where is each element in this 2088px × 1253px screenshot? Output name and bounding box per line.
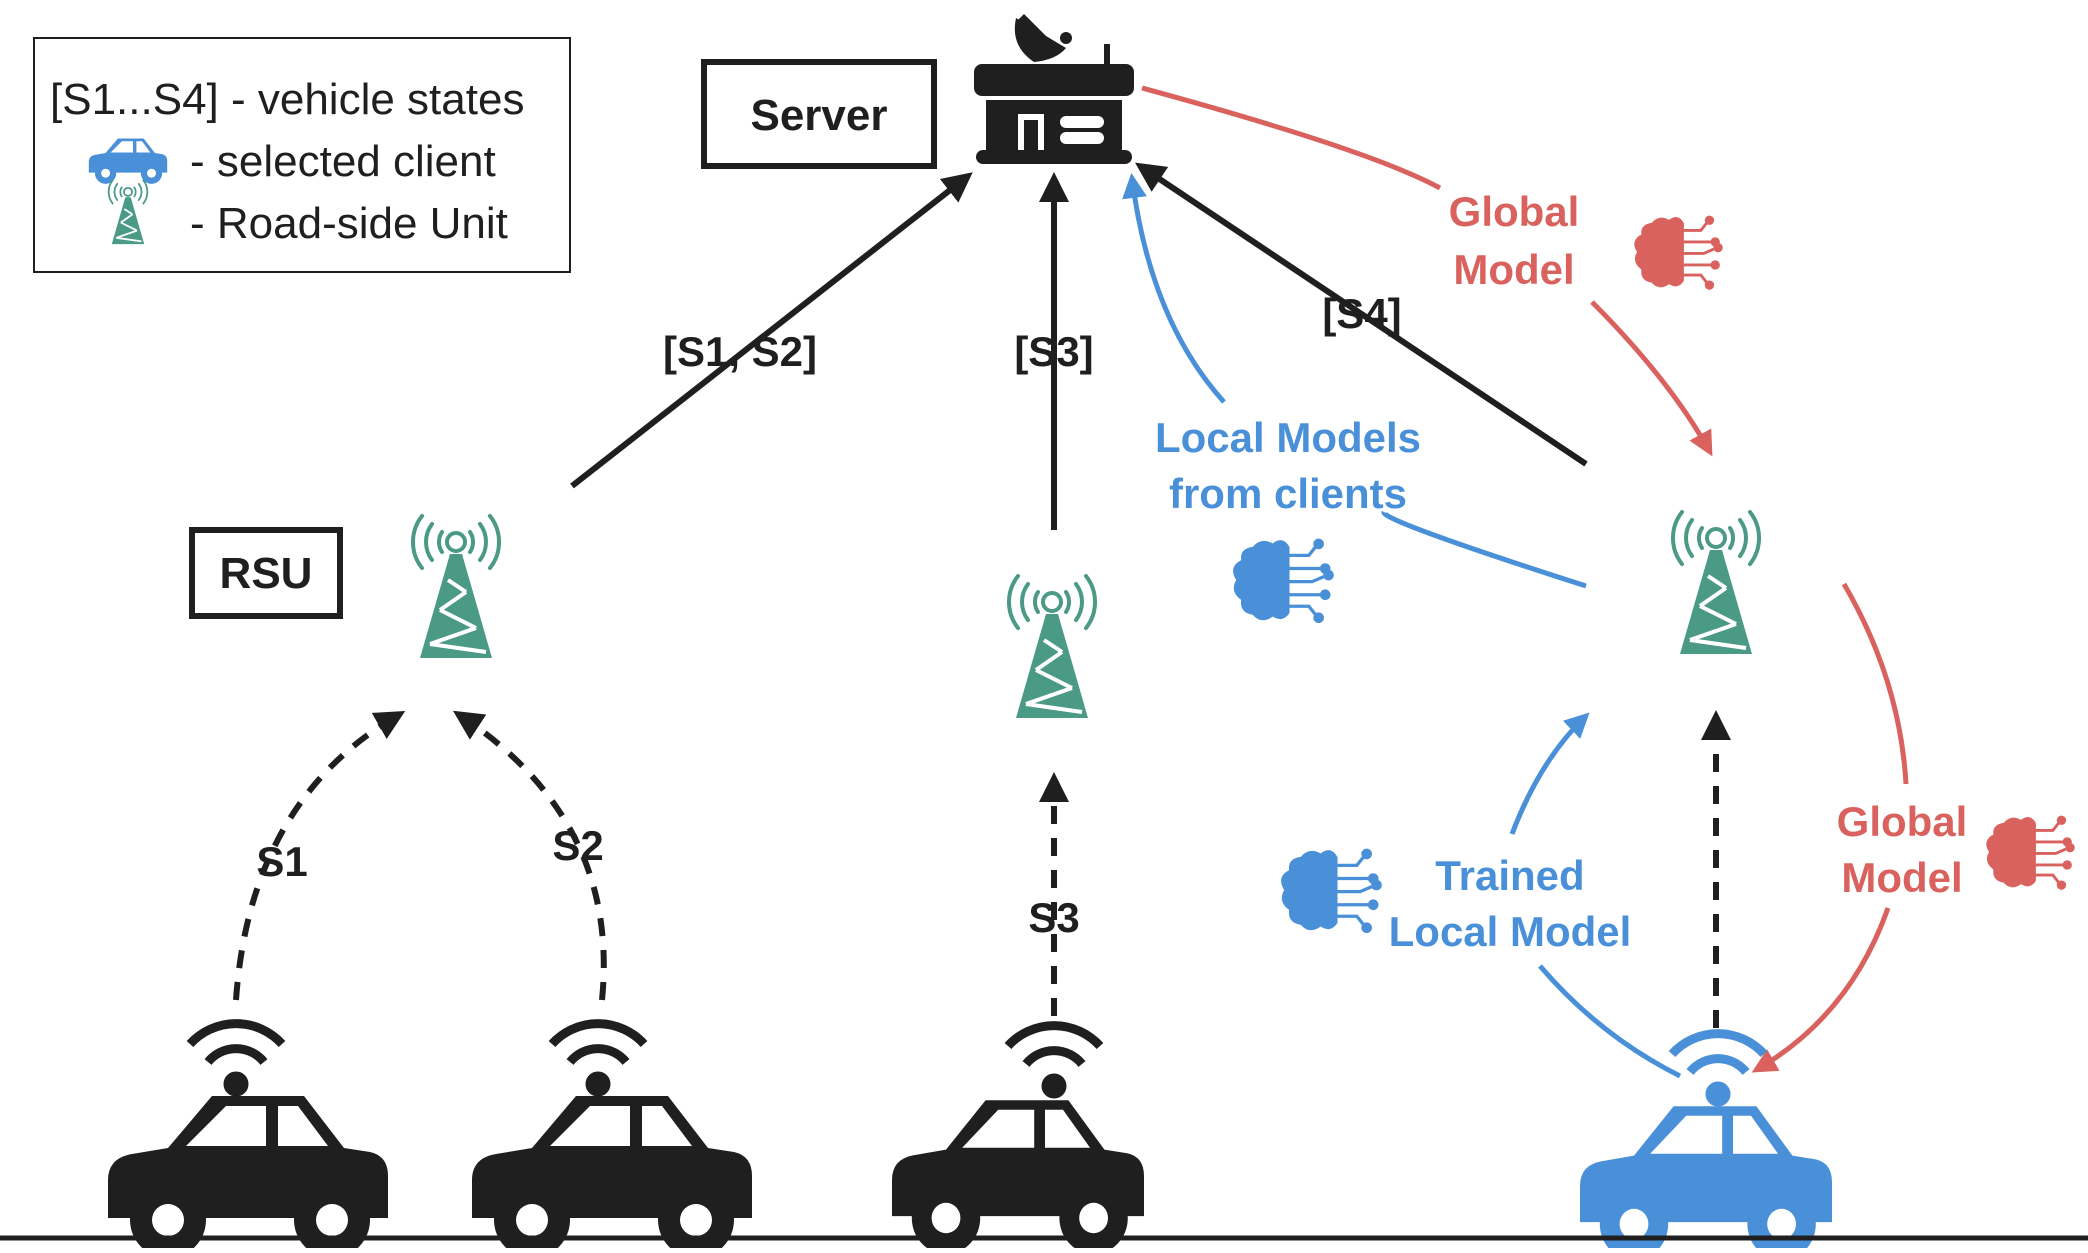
brain-network-icon — [1231, 537, 1336, 625]
arrow-global-segment-a — [1141, 85, 1442, 191]
arrow-rsu1-to-server — [570, 172, 973, 489]
label-s4-group: [S4] — [1322, 290, 1401, 337]
label-s2: S2 — [552, 822, 603, 869]
wifi-signal-icon — [1672, 1034, 1764, 1106]
wifi-signal-icon — [1008, 1026, 1100, 1098]
rsu-label-box: RSU — [189, 527, 343, 619]
label-global-top-line1: Global — [1449, 188, 1580, 235]
selected-client-car-icon — [1580, 1106, 1832, 1253]
wifi-signal-icon — [552, 1024, 644, 1096]
label-s3-group: [S3] — [1014, 328, 1093, 375]
arrow-trained-to-rsu — [1509, 712, 1590, 835]
state-arrows — [233, 710, 1731, 1028]
arrow-global-to-car — [1751, 907, 1891, 1073]
car-icon — [108, 1096, 388, 1253]
server-box-title: Server — [750, 91, 887, 140]
legend: [S1...S4] - vehicle states - selected cl… — [33, 37, 571, 273]
radio-tower-icon — [1006, 574, 1098, 720]
brain-network-icon — [1985, 814, 2076, 891]
server-building-icon — [974, 14, 1134, 164]
local-model-arrows — [1122, 173, 1682, 1079]
rsu-box-frame — [189, 527, 343, 619]
label-global-top-line2: Model — [1453, 246, 1574, 293]
server-label-box: Server — [701, 59, 937, 169]
arrow-trained-segment — [1538, 964, 1682, 1079]
wifi-signal-icon — [190, 1024, 282, 1096]
label-local-models-line1: Local Models — [1155, 414, 1421, 461]
label-global-right-line1: Global — [1837, 798, 1968, 845]
brain-network-icon — [1633, 214, 1724, 291]
arrow-s2 — [452, 710, 607, 1001]
arrow-rsu3-to-server — [1135, 162, 1588, 467]
arrow-local-models-to-server — [1122, 173, 1226, 404]
arrow-s1 — [233, 711, 406, 1001]
car-icon — [472, 1096, 752, 1253]
brain-network-icon — [1279, 847, 1384, 935]
arrow-global-to-rsu — [1590, 300, 1713, 457]
car-icon — [892, 1100, 1144, 1253]
legend-rsu-text: - Road-side Unit — [190, 199, 508, 248]
label-s1: S1 — [256, 838, 307, 885]
label-s3: S3 — [1028, 894, 1079, 941]
server-box-frame — [701, 59, 937, 169]
label-trained-line2: Local Model — [1389, 908, 1632, 955]
radio-tower-icon — [1670, 510, 1762, 656]
arrow-local-models-segment — [1381, 509, 1587, 589]
legend-states-text: [S1...S4] - vehicle states — [50, 75, 524, 124]
label-trained-line1: Trained — [1435, 852, 1584, 899]
arrow-global-segment-b — [1841, 582, 1909, 785]
radio-tower-icon — [410, 514, 502, 660]
uplink-arrows — [570, 162, 1588, 530]
legend-selected-client-text: - selected client — [190, 137, 496, 186]
label-local-models-line2: from clients — [1169, 470, 1407, 517]
rsu-box-title: RSU — [220, 549, 313, 598]
label-s1-s2-group: [S1, S2] — [663, 328, 817, 375]
global-model-arrows — [1141, 85, 1909, 1073]
satellite-dish-icon — [1014, 18, 1072, 62]
label-global-right-line2: Model — [1841, 854, 1962, 901]
